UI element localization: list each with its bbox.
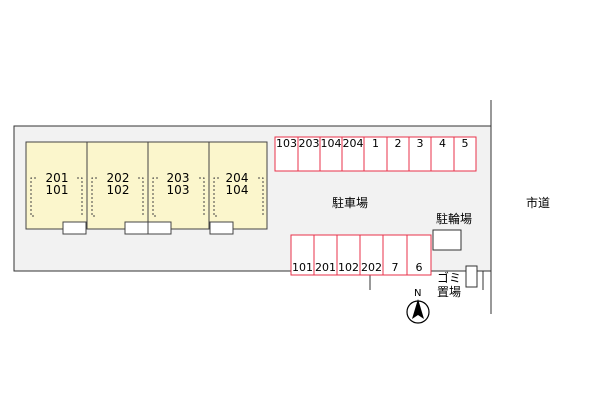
garbage-label-line2: 置場 — [437, 285, 462, 299]
unit-dash-outlines — [30, 177, 264, 217]
entrance-step-3 — [147, 221, 172, 235]
garbage-box — [465, 265, 478, 288]
unit-block-3 — [147, 141, 210, 230]
bicycle-parking-label: 駐輪場 — [436, 212, 473, 226]
north-arrow-icon — [406, 299, 430, 324]
garbage-label-line1: ゴミ — [437, 271, 462, 285]
parking-space-label: 101 — [292, 261, 313, 274]
unit-label-lower: 102 — [106, 183, 130, 197]
bicycle-parking-box — [432, 229, 462, 251]
road-label: 市道 — [526, 196, 551, 210]
unit-label-lower: 104 — [225, 183, 249, 197]
building — [25, 141, 268, 235]
north-label: N — [414, 288, 422, 299]
parking-space-label: 3 — [416, 137, 424, 150]
unit-label-upper: 203 — [166, 171, 190, 185]
parking-bottom-row — [290, 234, 432, 276]
parking-space-label: 6 — [415, 261, 423, 274]
parking-space-label: 2 — [394, 137, 402, 150]
parking-space-label: 7 — [391, 261, 399, 274]
parking-space-label: 5 — [461, 137, 469, 150]
parking-space-label: 4 — [439, 137, 446, 150]
unit-label-lower: 101 — [45, 183, 69, 197]
unit-label-upper: 201 — [45, 171, 69, 185]
entrance-step-4 — [209, 221, 234, 235]
parking-space-label: 103 — [276, 137, 297, 150]
unit-label-upper: 204 — [225, 171, 249, 185]
parking-space-label: 104 — [320, 137, 342, 150]
unit-label-lower: 103 — [166, 183, 190, 197]
parking-space-label: 102 — [338, 261, 359, 274]
unit-label-upper: 202 — [106, 171, 130, 185]
parking-space-label: 201 — [315, 261, 336, 274]
parking-space-label: 1 — [372, 137, 379, 150]
parking-space-label: 203 — [298, 137, 320, 150]
parking-space-label: 204 — [342, 137, 364, 150]
parking-top-row — [274, 136, 477, 172]
parking-space-label: 202 — [361, 261, 382, 274]
parking-lot-label: 駐車場 — [332, 196, 369, 210]
entrance-step-1 — [62, 221, 87, 235]
unit-block-4 — [208, 141, 268, 230]
entrance-step-2 — [124, 221, 149, 235]
unit-block-2 — [86, 141, 149, 230]
